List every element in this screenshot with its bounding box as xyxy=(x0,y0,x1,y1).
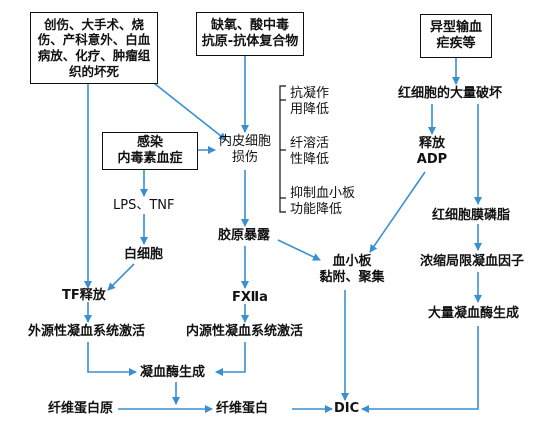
arrow-wbc-to-tf xyxy=(107,263,135,291)
release-adp-line2: ADP xyxy=(416,152,448,168)
extrinsic-node: 外源性凝血系统激活 xyxy=(28,324,146,339)
platelet-inhibit-line1: 抑制血小板 xyxy=(290,186,356,201)
arrow-extrinsic-to-thrombin xyxy=(87,342,137,376)
infection-box: 感染 内毒素血症 xyxy=(102,132,198,170)
transfusion-box: 异型输血 疟疾等 xyxy=(420,14,492,58)
anticoag-line1: 抗凝作 xyxy=(290,86,330,101)
dic-node: DIC xyxy=(334,401,360,416)
large-thrombin-node: 大量凝血酶生成 xyxy=(428,306,520,321)
rbc-phospholipid-node: 红细胞膜磷脂 xyxy=(432,208,511,223)
platelet-line1: 血小板 xyxy=(332,254,372,269)
trauma-box: 创伤、大手术、烧伤、产科意外、白血病放、化疗、肿瘤组织的坏死 xyxy=(30,12,158,84)
anticoag-effect: 抗凝作 用降低 xyxy=(290,86,329,119)
endothelial-line1: 内皮细胞 xyxy=(218,134,271,149)
fibrinolysis-effect: 纤溶活 性降低 xyxy=(290,136,329,169)
thrombin-node: 凝血酶生成 xyxy=(140,365,206,380)
fibrinolysis-line2: 性降低 xyxy=(290,152,330,168)
effects-bracket xyxy=(279,85,286,213)
anticoag-line2: 用降低 xyxy=(290,102,330,118)
infection-line1: 感染 xyxy=(136,134,163,150)
concentrate-node: 浓缩局限凝血因子 xyxy=(420,254,525,269)
arrow-large-thrombin-to-dic xyxy=(361,326,479,413)
platelet-node: 血小板 黏附、聚集 xyxy=(316,254,388,287)
lps-tnf-node: LPS、TNF xyxy=(113,198,175,213)
endothelial-node: 内皮细胞 损伤 xyxy=(215,134,275,167)
fibrinogen-node: 纤维蛋白原 xyxy=(48,401,114,416)
rbc-destroy-node: 红细胞的大量破坏 xyxy=(398,86,503,101)
intrinsic-node: 内源性凝血系统激活 xyxy=(186,324,304,339)
platelet-line2: 黏附、聚集 xyxy=(319,270,385,286)
fibrinolysis-line1: 纤溶活 xyxy=(290,136,330,151)
hypoxia-line1: 缺氧、酸中毒 xyxy=(210,17,289,33)
platelet-inhibit-line2: 功能降低 xyxy=(290,202,343,218)
hypoxia-line2: 抗原-抗体复合物 xyxy=(201,34,299,49)
trauma-text: 创伤、大手术、烧伤、产科意外、白血病放、化疗、肿瘤组织的坏死 xyxy=(37,16,151,79)
arrow-collagen-to-platelet xyxy=(277,239,321,261)
release-adp-line1: 释放 xyxy=(418,136,445,151)
collagen-node: 胶原暴露 xyxy=(218,228,271,243)
fibrin-node: 纤维蛋白 xyxy=(216,401,269,416)
platelet-inhibit-effect: 抑制血小板 功能降低 xyxy=(290,186,355,219)
release-adp-node: 释放 ADP xyxy=(412,136,452,169)
transfusion-line1: 异型输血 xyxy=(429,19,482,35)
transfusion-line2: 疟疾等 xyxy=(436,36,476,51)
arrow-adp-to-platelet xyxy=(369,171,426,253)
infection-line2: 内毒素血症 xyxy=(117,151,183,166)
hypoxia-box: 缺氧、酸中毒 抗原-抗体复合物 xyxy=(196,12,304,56)
endothelial-line2: 损伤 xyxy=(231,150,258,166)
wbc-node: 白细胞 xyxy=(124,247,164,262)
fxiia-node: FⅫa xyxy=(232,290,268,305)
tf-release-node: TF释放 xyxy=(62,288,106,303)
arrow-trauma-to-endothelial xyxy=(149,79,227,141)
arrow-intrinsic-to-thrombin xyxy=(215,342,246,376)
